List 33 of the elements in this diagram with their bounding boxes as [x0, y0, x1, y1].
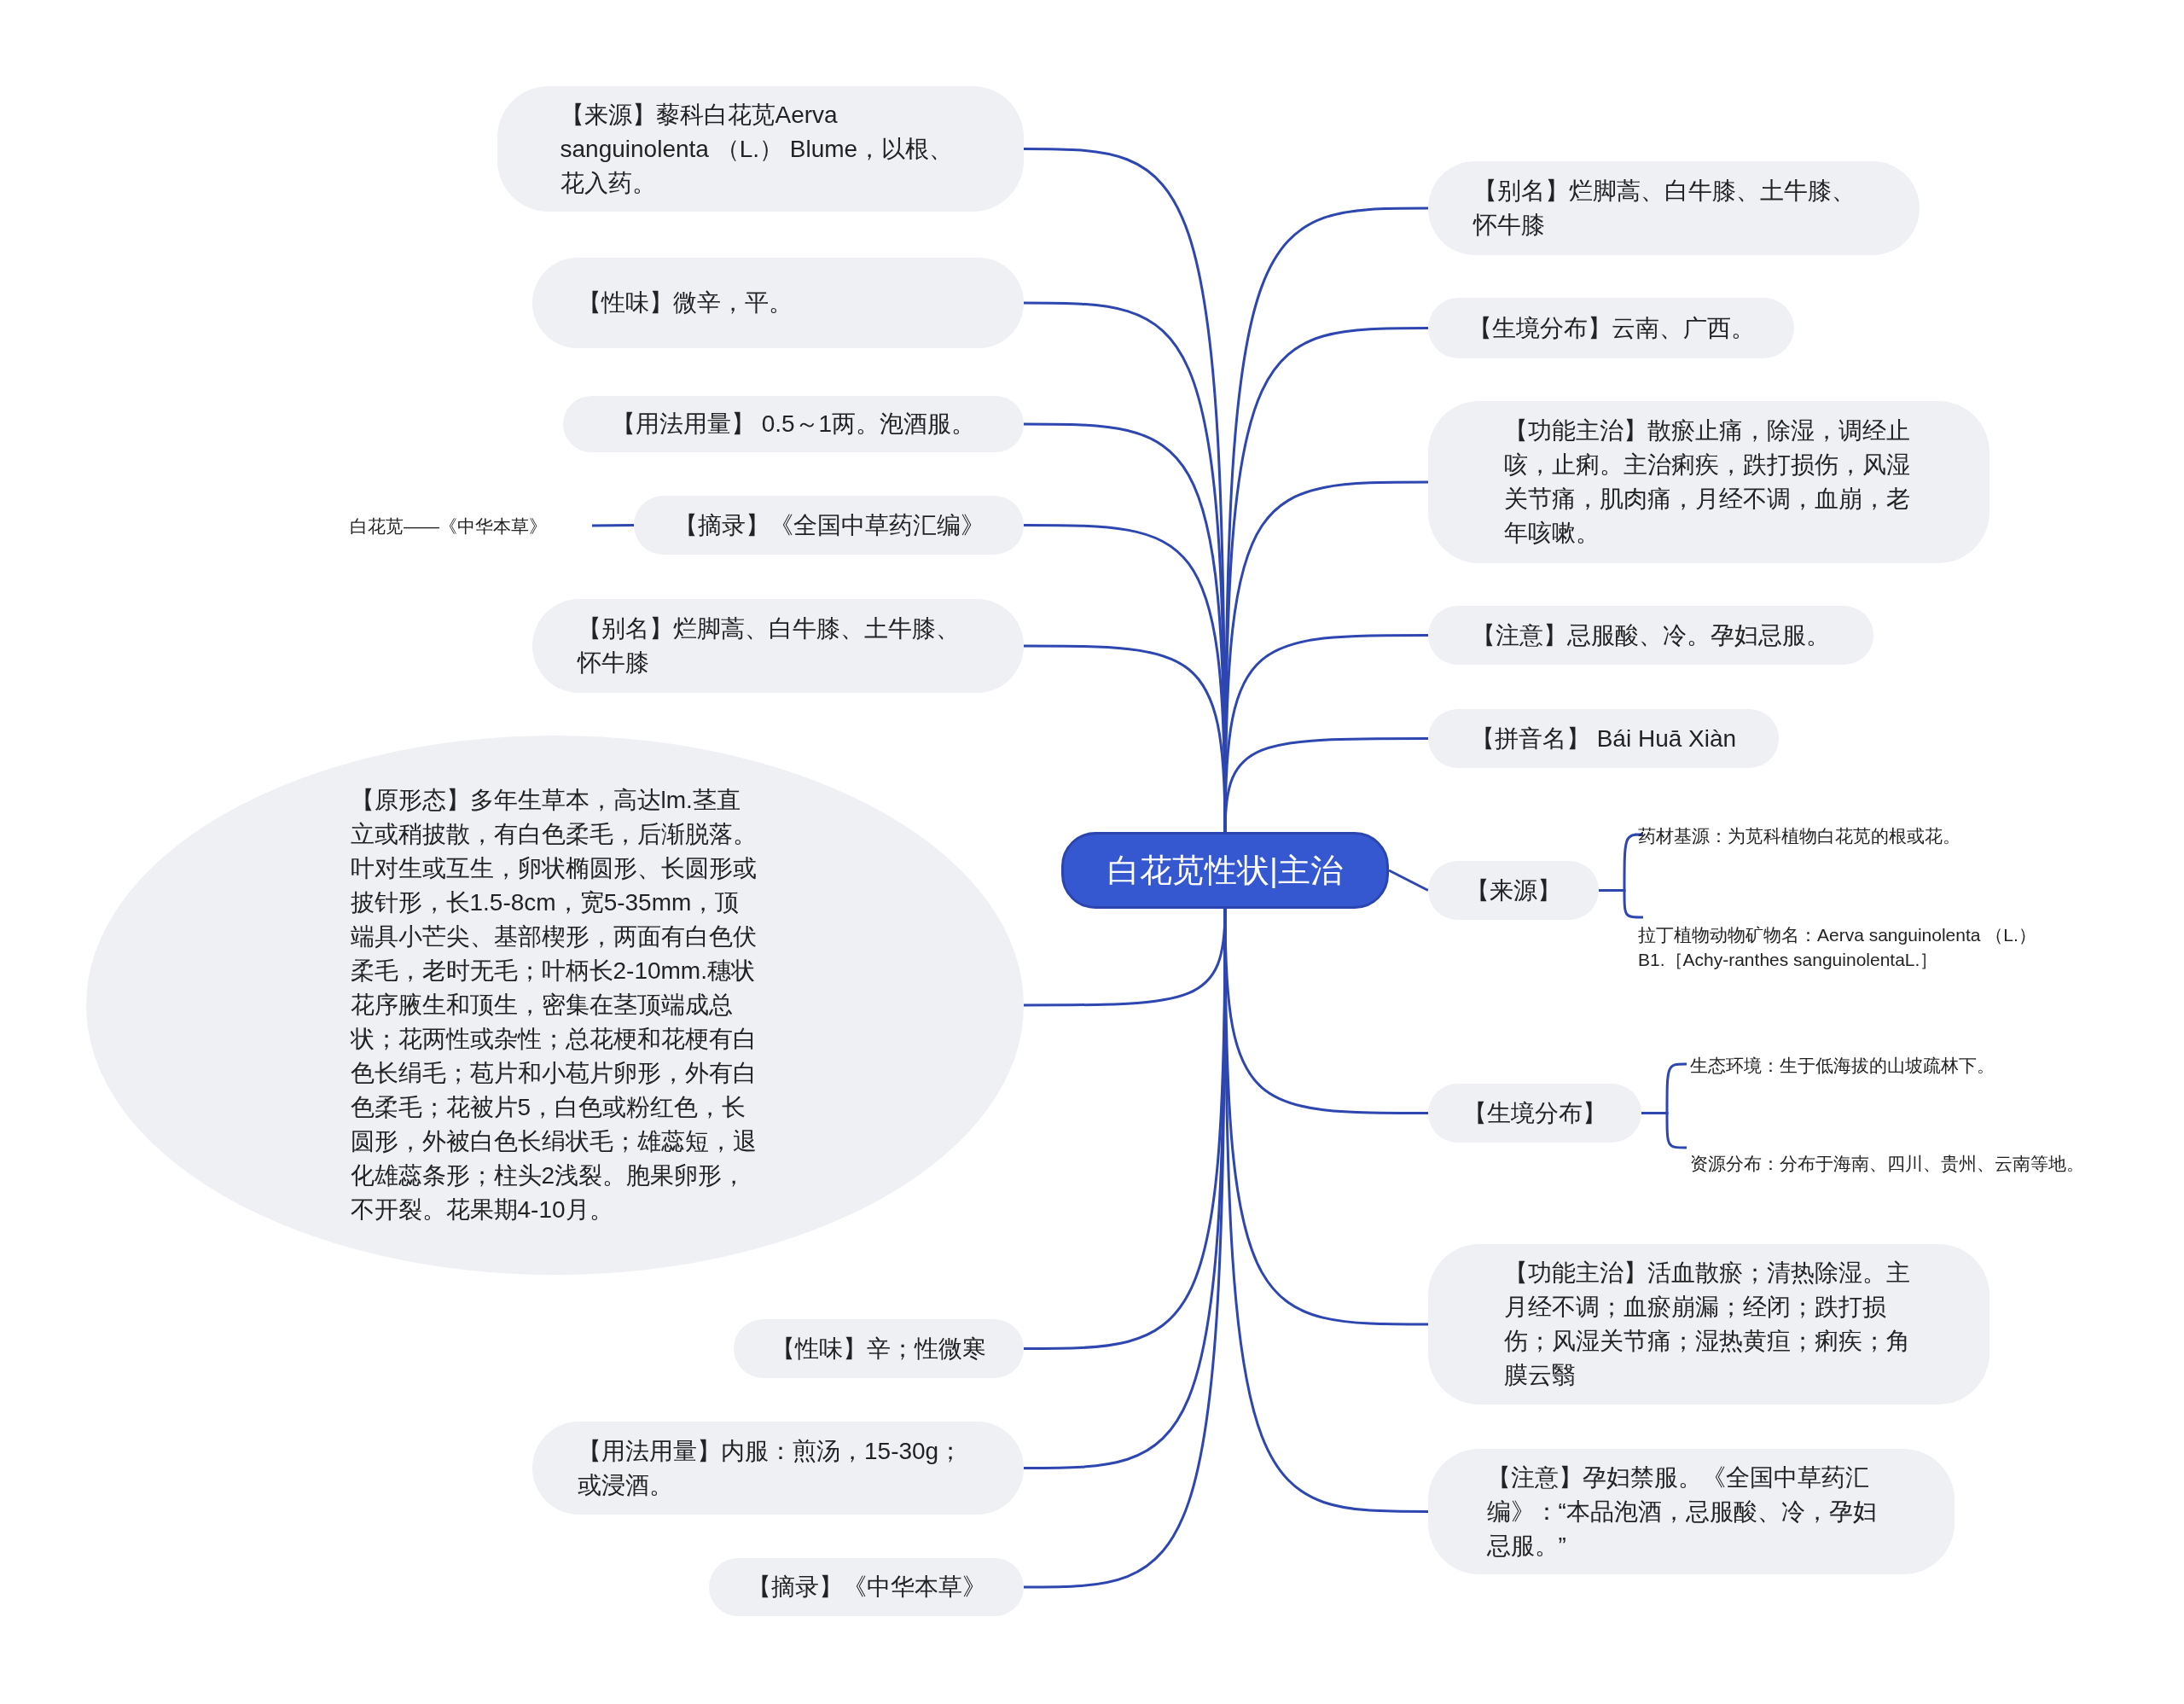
connector-line [1599, 889, 1645, 919]
central-topic-text: 白花苋性状|主治 [1107, 851, 1343, 890]
topic-text: 【拼音名】 Bái Huā Xiàn [1470, 724, 1737, 753]
topic-text: 【用法用量】 0.5～1两。泡酒服。 [611, 410, 976, 439]
connector-line [1223, 737, 1428, 833]
topic-text: 【注意】孕妇禁服。《全国中草药汇编》：“本品泡酒，忌服酸、冷，孕妇忌服。” [1486, 1463, 1878, 1561]
topic-pill [1428, 1244, 1989, 1404]
topic-pill [1428, 401, 1989, 563]
topic-text: 【摘录】《中华本草》 [746, 1573, 986, 1602]
central-topic [1061, 832, 1389, 909]
note-text: 生态环境：生于低海拔的山坡疏林下。 [1690, 1051, 2048, 1079]
topic-text: 【来源】藜科白花苋Aerva sanguinolenta （L.） Blume，以根、花入药。 [560, 100, 955, 198]
note-text: 资源分布：分布于海南、四川、贵州、云南等地。 [1690, 1135, 2091, 1191]
topic-text: 【功能主治】活血散瘀；清热除湿。主月经不调；血瘀崩漏；经闭；跌打损伤；风湿关节痛；湿热黄疸；痢疾；角膜云翳 [1504, 1259, 1911, 1390]
topic-text: 【性味】辛；性微寒 [771, 1334, 986, 1364]
topic-text: 【别名】烂脚蒿、白牛膝、土牛膝、怀牛膝 [578, 614, 961, 678]
topic-text: 【别名】烂脚蒿、白牛膝、土牛膝、怀牛膝 [1473, 177, 1856, 240]
topic-text: 【生境分布】 [1463, 1098, 1606, 1128]
topic-text: 【性味】微辛，平。 [578, 288, 793, 317]
topic-text: 【功能主治】散瘀止痛，除湿，调经止咳，止痢。主治痢疾，跌打损伤，风湿关节痛，肌肉痛，月经不调，血崩，老年咳嗽。 [1504, 416, 1911, 548]
topic-text: 【注意】忌服酸、冷。孕妇忌服。 [1472, 620, 1830, 650]
topic-text: 【用法用量】内服：煎汤，15-30g；或浸酒。 [578, 1436, 964, 1500]
topic-text: 【摘录】《全国中草药汇编》 [673, 510, 985, 540]
note-text: 药材基源：为苋科植物白花苋的根或花。 [1638, 822, 2013, 850]
topic-text: 【生境分布】云南、广西。 [1467, 313, 1755, 343]
connector-line [1223, 634, 1428, 833]
connector-line [592, 524, 634, 527]
note-text: 拉丁植物动物矿物名：Aerva sanguinolenta （L.）B1.［Achy-ranthes sanguinolentaL.］ [1638, 904, 2048, 990]
topic-text: 【来源】 [1466, 875, 1561, 905]
connector-line [1641, 1112, 1687, 1149]
connector-line [1388, 869, 1429, 892]
topic-text: 【原形态】多年生草本，高达lm.茎直立或稍披散，有白色柔毛，后渐脱落。叶对生或互生，卵状椭圆形、长圆形或披针形，长1.5-8cm，宽5-35mm，顶端具小芒尖、基部楔形，两面有白色伏柔毛，老时无毛；叶柄长2-10mm.穗状花序腋生和顶生，密集在茎顶端成总状；花两性或杂性；总花梗和花梗有白色长绢毛；苞片和小苞片卵形，外有白色柔毛；花被片5，白色或粉红色，长圆形，外被白色长绢状毛；雄蕊短，退化雄蕊条形；柱头2浅裂。胞果卵形，不开裂。花果期4-10月。 [350, 786, 758, 1224]
note-text: 白花苋——《中华本草》 [350, 512, 589, 539]
